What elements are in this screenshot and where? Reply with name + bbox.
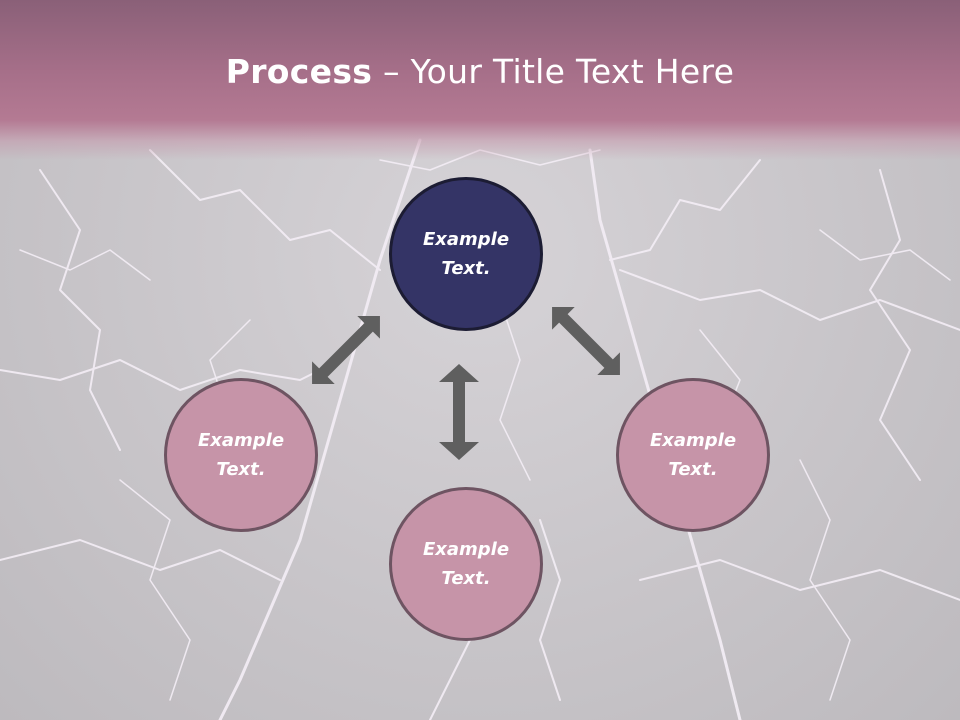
- title-band: [0, 0, 960, 160]
- node-top: Example Text.: [389, 177, 543, 331]
- node-top-label: Example Text.: [422, 229, 510, 279]
- title-bold: Process: [225, 52, 373, 91]
- arrow-top-left: [312, 316, 380, 384]
- node-left: Example Text.: [164, 378, 318, 532]
- arrow-vertical: [439, 364, 479, 460]
- node-left-label: Example Text.: [197, 430, 285, 480]
- title-rest: – Your Title Text Here: [372, 52, 735, 91]
- arrow-top-right: [552, 307, 620, 375]
- node-right: Example Text.: [616, 378, 770, 532]
- node-right-label: Example Text.: [649, 430, 737, 480]
- node-bottom-label: Example Text.: [422, 539, 510, 589]
- node-bottom: Example Text.: [389, 487, 543, 641]
- page-title: Process – Your Title Text Here: [0, 52, 960, 91]
